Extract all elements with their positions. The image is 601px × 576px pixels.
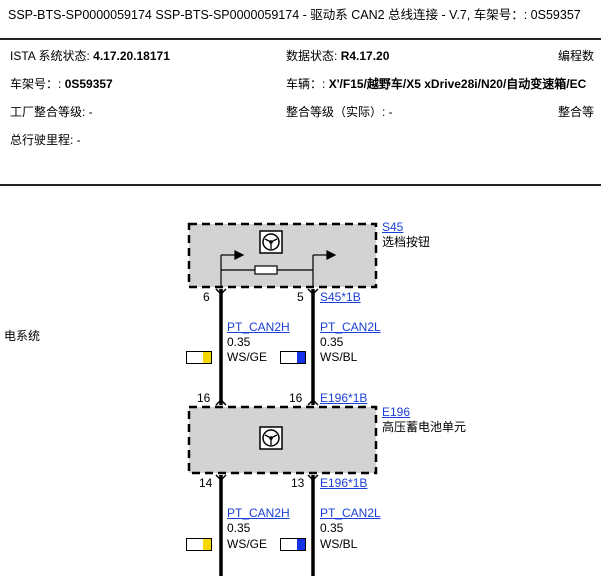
wire-upper-can2l-link[interactable]: PT_CAN2L	[320, 320, 381, 334]
document-title: SSP-BTS-SP0000059174 SSP-BTS-SP000005917…	[8, 8, 581, 22]
e196-link[interactable]: E196	[382, 405, 411, 419]
e196-pin-bottom-right: 13	[291, 476, 305, 490]
integration-actual: 整合等级（实际）: -	[286, 105, 393, 119]
wire-upper-can2h-color: WS/GE	[227, 350, 268, 364]
wire-lower-can2h-color: WS/GE	[227, 537, 268, 551]
e196-steering-icon	[259, 426, 283, 450]
e196-pin-bottom-left: 14	[199, 476, 213, 490]
s45-name: 选档按钮	[382, 235, 431, 249]
wire-upper-can2h-link[interactable]: PT_CAN2H	[227, 320, 290, 334]
wire-upper-can2l-color: WS/BL	[320, 350, 358, 364]
wire-upper-can2h-swatch	[186, 351, 212, 364]
s45-connector-link[interactable]: S45*1B	[320, 290, 361, 304]
s45-internal-circuit	[220, 250, 337, 287]
wire-lower-can2l-link[interactable]: PT_CAN2L	[320, 506, 381, 520]
ista-value: 4.17.20.18171	[93, 49, 170, 63]
s45-link[interactable]: S45	[382, 220, 404, 234]
integration-cut: 整合等	[558, 105, 595, 119]
wire-upper-can2l-swatch	[280, 351, 306, 364]
pin-tick-13	[307, 474, 319, 482]
wire-upper-can2h-size: 0.35	[227, 335, 251, 349]
yellow-stripe	[203, 539, 211, 550]
total-mileage: 总行驶里程: -	[10, 133, 81, 147]
ista-status: ISTA 系统状态: 4.17.20.18171	[10, 47, 170, 64]
info-divider	[0, 184, 601, 186]
e196-connector-bottom-link[interactable]: E196*1B	[320, 476, 368, 490]
yellow-stripe	[203, 352, 211, 363]
wire-lower-can2h-link[interactable]: PT_CAN2H	[227, 506, 290, 520]
pin-tick-16a	[215, 398, 227, 406]
wire-lower-can2h-swatch	[186, 538, 212, 551]
vehicle: 车辆：: X'/F15/越野车/X5 xDrive28i/N20/自动变速箱/E…	[286, 75, 586, 92]
system-label: 电系统	[4, 329, 41, 343]
e196-pin-top-right: 16	[289, 391, 303, 405]
vehicle-value: X'/F15/越野车/X5 xDrive28i/N20/自动变速箱/EC	[328, 77, 587, 91]
data-status-value: R4.17.20	[340, 49, 390, 63]
wire-upper-can2l-size: 0.35	[320, 335, 344, 349]
pin-tick-5	[307, 288, 319, 296]
e196-pin-top-left: 16	[197, 391, 211, 405]
data-status-label: 数据状态:	[286, 49, 338, 63]
e196-connector-top-link[interactable]: E196*1B	[320, 391, 368, 405]
vehicle-label: 车辆：:	[286, 77, 326, 91]
blue-stripe	[297, 539, 305, 550]
header-divider	[0, 38, 601, 40]
data-status: 数据状态: R4.17.20	[286, 47, 389, 64]
ista-label: ISTA 系统状态:	[10, 49, 90, 63]
s45-pin-right: 5	[297, 290, 304, 304]
pin-tick-16b	[307, 398, 319, 406]
s45-steering-icon	[259, 230, 283, 254]
programming-label: 编程数	[558, 49, 595, 63]
pin-tick-6	[215, 288, 227, 296]
wire-lower-can2l-swatch	[280, 538, 306, 551]
vin-label: 车架号：:	[10, 77, 62, 91]
vin-value: 0S59357	[64, 77, 113, 91]
e196-box	[187, 405, 378, 475]
wire-lower-can2l-color: WS/BL	[320, 537, 358, 551]
vin: 车架号：: 0S59357	[10, 75, 113, 92]
factory-integration: 工厂整合等级: -	[10, 105, 93, 119]
blue-stripe	[297, 352, 305, 363]
s45-pin-left: 6	[203, 290, 210, 304]
wire-lower-can2h-size: 0.35	[227, 521, 251, 535]
wire-lower-can2l-size: 0.35	[320, 521, 344, 535]
e196-name: 高压蓄电池单元	[382, 420, 467, 434]
pin-tick-14	[215, 474, 227, 482]
